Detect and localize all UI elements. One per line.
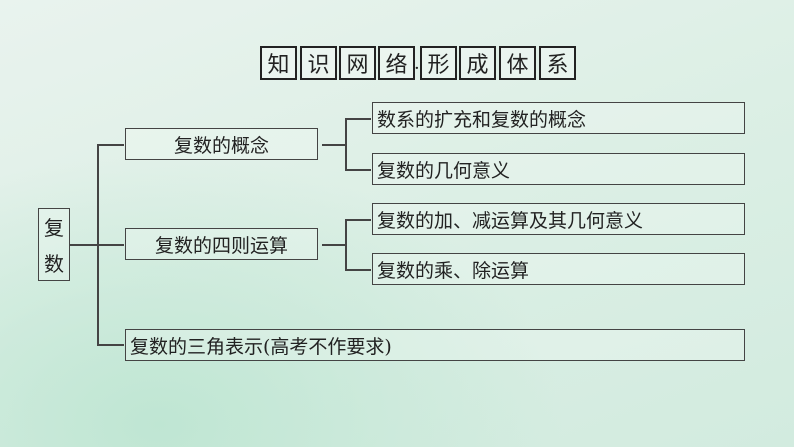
- connector: [345, 118, 371, 120]
- root-node: 复 数: [38, 208, 70, 281]
- connector: [345, 118, 347, 170]
- branch-trig-form: 复数的三角表示(高考不作要求): [125, 329, 745, 361]
- branch-operations: 复数的四则运算: [125, 228, 318, 260]
- connector: [97, 344, 124, 346]
- connector: [322, 244, 345, 246]
- root-char: 复: [44, 216, 64, 241]
- connector: [345, 219, 371, 221]
- title-separator: ·: [414, 58, 420, 79]
- title-char: 络: [378, 46, 415, 80]
- title-char: 知: [260, 46, 297, 80]
- connector: [345, 169, 371, 171]
- title-char: 系: [539, 46, 576, 80]
- connector: [345, 219, 347, 270]
- leaf-node: 数系的扩充和复数的概念: [372, 102, 745, 134]
- connector: [97, 144, 124, 146]
- branch-concept: 复数的概念: [125, 128, 318, 160]
- root-char: 数: [44, 251, 64, 276]
- leaf-node: 复数的几何意义: [372, 153, 745, 185]
- title-char: 体: [499, 46, 536, 80]
- connector: [322, 144, 345, 146]
- connector: [345, 269, 371, 271]
- leaf-node: 复数的加、减运算及其几何意义: [372, 203, 745, 235]
- title-char: 成: [459, 46, 496, 80]
- title-char: 形: [420, 46, 457, 80]
- leaf-node: 复数的乘、除运算: [372, 253, 745, 285]
- title-char: 网: [339, 46, 376, 80]
- connector: [97, 144, 99, 345]
- title-char: 识: [300, 46, 337, 80]
